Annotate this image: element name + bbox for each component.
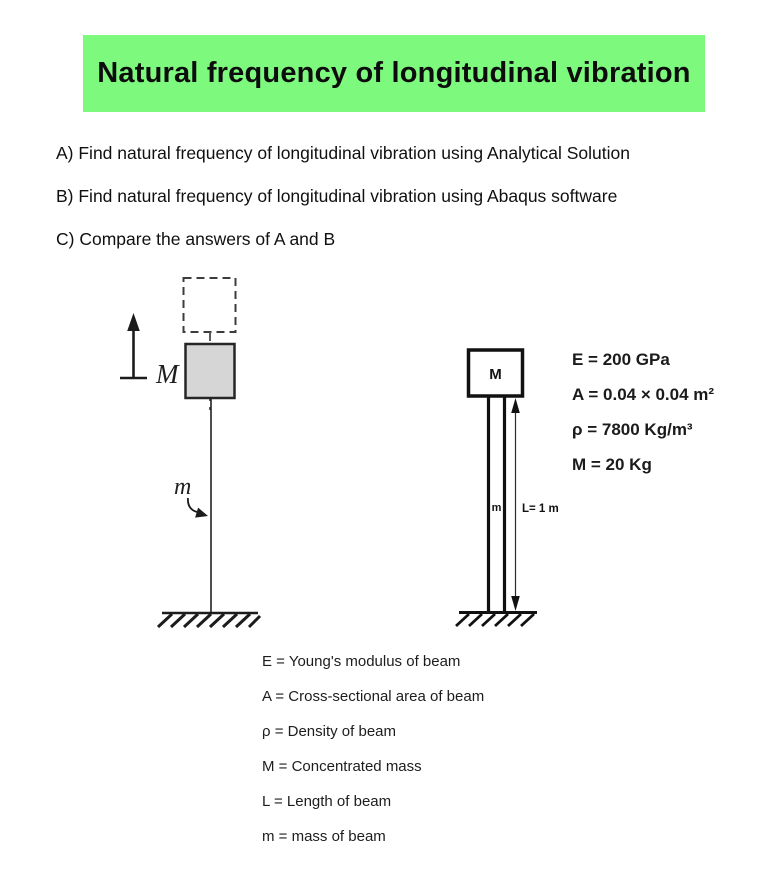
legend-area: A = Cross-sectional area of beam [262,688,485,705]
up-arrow-icon [120,313,147,380]
property-area: A = 0.04 × 0.04 m² [572,385,715,404]
legend-concentrated-mass: M = Concentrated mass [262,758,422,775]
task-list: A) Find natural frequency of longitudina… [56,143,630,250]
symbol-legend: E = Young's modulus of beam A = Cross-se… [262,652,484,847]
ground-hatching [455,611,537,628]
mass-label: M [155,359,180,389]
task-item-a: A) Find natural frequency of longitudina… [56,143,630,163]
dashed-mass-outline-box [182,277,237,333]
material-properties: E = 200 GPa A = 0.04 × 0.04 m² ρ = 7800 … [572,350,714,475]
mass-box-label: M [489,366,502,383]
property-youngs-modulus: E = 200 GPa [572,350,670,369]
concentrated-mass-box [184,342,236,400]
beam-mass-pointer-arrow [187,497,208,518]
title-banner: Natural frequency of longitudinal vibrat… [83,35,705,112]
page-title: Natural frequency of longitudinal vibrat… [97,57,691,89]
task-item-b: B) Find natural frequency of longitudina… [56,186,618,206]
mass-box [466,348,525,398]
length-dimension-arrow [511,398,520,611]
ground-hatching [156,611,262,629]
column-mass-label: m [492,502,502,514]
task-item-c: C) Compare the answers of A and B [56,229,336,249]
length-label: L= 1 m [522,503,559,515]
legend-density: ρ = Density of beam [262,723,397,740]
legend-length: L = Length of beam [262,793,392,810]
rod-with-mass-diagram: M m [120,277,262,629]
legend-youngs-modulus: E = Young's modulus of beam [262,653,461,670]
legend-beam-mass: m = mass of beam [262,828,386,845]
beam-mass-label: m [174,474,191,500]
property-density: ρ = 7800 Kg/m³ [572,420,693,439]
column-mass-diagram: M m L= 1 m [455,348,559,628]
property-mass: M = 20 Kg [572,455,652,474]
